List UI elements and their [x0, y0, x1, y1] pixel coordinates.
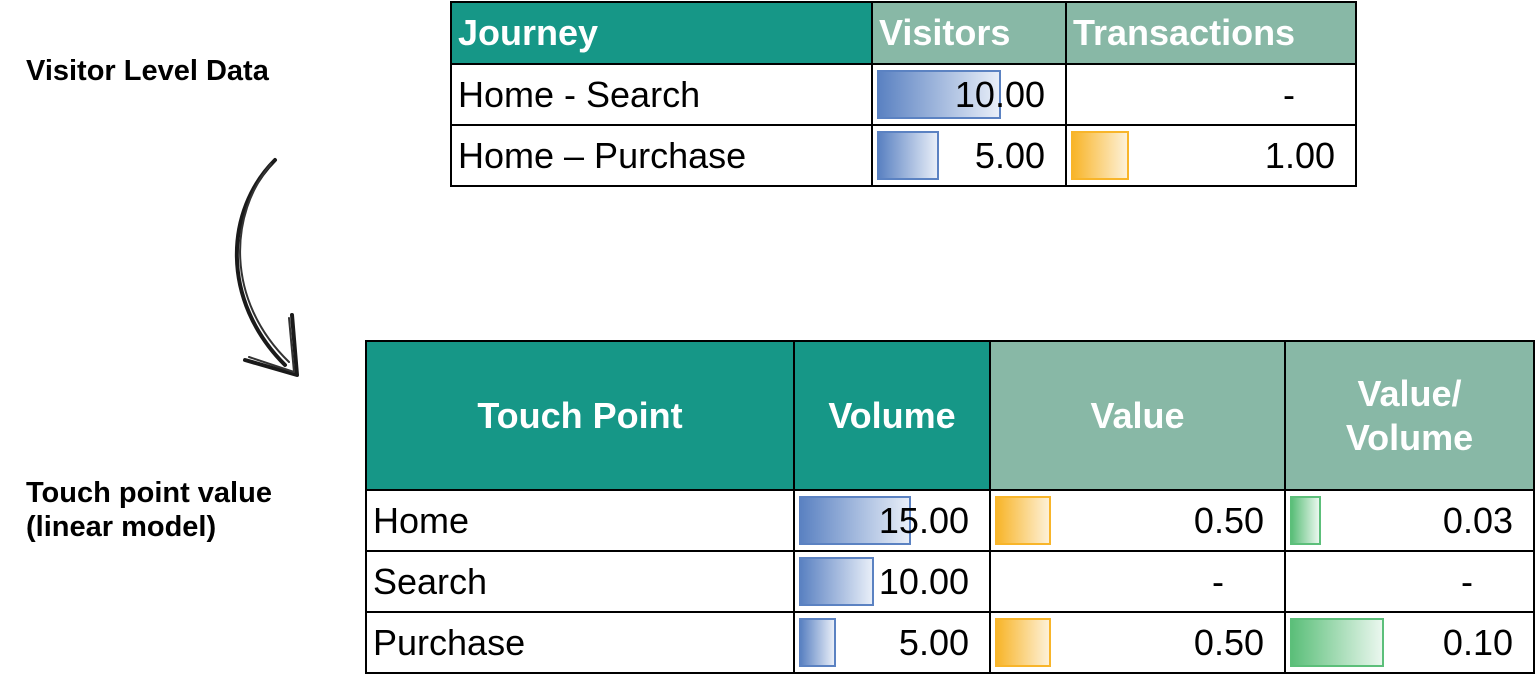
volume-value: 10.00	[878, 560, 969, 602]
touch-point-cell: Search	[373, 560, 488, 602]
value-cell: 0.50	[992, 492, 1283, 549]
journey-cell: Home - Search	[458, 73, 701, 115]
journey-table: Journey Visitors Transactions Home - Sea…	[450, 1, 1357, 187]
visitor-level-data-label: Visitor Level Data	[26, 55, 269, 87]
visitors-value: 5.00	[974, 134, 1045, 176]
value-value: 0.50	[1193, 621, 1264, 663]
value-cell: -	[992, 553, 1283, 610]
touch-point-cell: Home	[373, 499, 470, 541]
visitors-value: 10.00	[954, 73, 1045, 115]
value-cell: 0.50	[992, 614, 1283, 671]
header-journey: Journey	[450, 1, 873, 65]
table-row: Search 10.00 - -	[365, 550, 1535, 613]
ratio-data-bar	[1290, 618, 1384, 667]
table-row: Purchase 5.00 0.50 0.10	[365, 611, 1535, 674]
volume-cell: 15.00	[796, 492, 988, 549]
table-row: Home - Search 10.00 -	[450, 63, 1357, 126]
transactions-value: 1.00	[1264, 134, 1335, 176]
transactions-data-bar	[1071, 131, 1129, 180]
header-volume: Volume	[793, 340, 991, 491]
header-transactions: Transactions	[1065, 1, 1357, 65]
touch-header-row: Touch Point Volume Value Value/ Volume	[365, 340, 1535, 491]
volume-value: 5.00	[898, 621, 969, 663]
visitors-cell: 10.00	[874, 66, 1064, 123]
ratio-value: 0.10	[1442, 621, 1513, 663]
touch-point-table: Touch Point Volume Value Value/ Volume H…	[365, 340, 1535, 674]
touch-point-label-line2: (linear model)	[26, 511, 217, 543]
ratio-value: -	[1461, 560, 1473, 602]
table-row: Home – Purchase 5.00 1.00	[450, 124, 1357, 187]
journey-cell: Home – Purchase	[458, 134, 747, 176]
transactions-value: -	[1283, 73, 1295, 115]
curved-arrow-icon	[234, 158, 299, 377]
table-row: Home 15.00 0.50 0.03	[365, 489, 1535, 552]
value-data-bar	[995, 618, 1051, 667]
header-touch-point: Touch Point	[365, 340, 795, 491]
ratio-cell: 0.03	[1287, 492, 1532, 549]
ratio-cell: -	[1287, 553, 1532, 610]
ratio-cell: 0.10	[1287, 614, 1532, 671]
volume-cell: 10.00	[796, 553, 988, 610]
visitors-data-bar	[877, 131, 939, 180]
visitors-data-bar	[877, 70, 1001, 119]
touch-point-label-line1: Touch point value	[26, 477, 272, 509]
ratio-data-bar	[1290, 496, 1321, 545]
value-value: -	[1212, 560, 1224, 602]
header-value-per-volume: Value/ Volume	[1284, 340, 1535, 491]
volume-data-bar	[799, 496, 911, 545]
header-visitors: Visitors	[871, 1, 1067, 65]
transactions-cell: -	[1068, 66, 1354, 123]
volume-data-bar	[799, 618, 836, 667]
ratio-value: 0.03	[1442, 499, 1513, 541]
transactions-cell: 1.00	[1068, 127, 1354, 184]
header-value: Value	[989, 340, 1286, 491]
volume-cell: 5.00	[796, 614, 988, 671]
value-value: 0.50	[1193, 499, 1264, 541]
value-data-bar	[995, 496, 1051, 545]
touch-point-cell: Purchase	[373, 621, 526, 663]
journey-header-row: Journey Visitors Transactions	[450, 1, 1357, 65]
touch-point-value-label: Touch point value (linear model)	[26, 476, 272, 544]
volume-value: 15.00	[878, 499, 969, 541]
volume-data-bar	[799, 557, 874, 606]
visitors-cell: 5.00	[874, 127, 1064, 184]
